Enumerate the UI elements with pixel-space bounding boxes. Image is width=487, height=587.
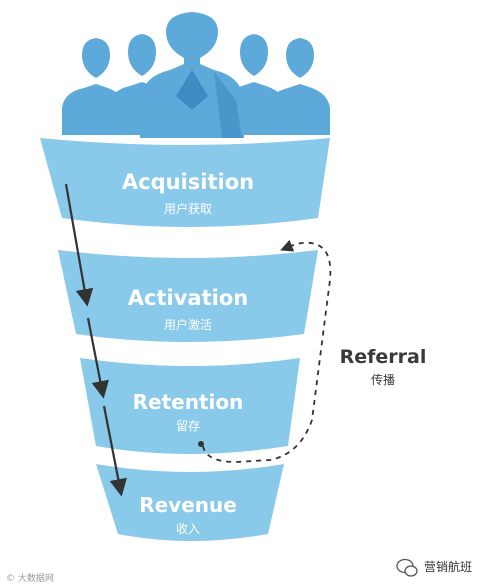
user-silhouette-icon <box>140 12 244 138</box>
stage-subtitle: 留存 <box>176 419 200 433</box>
brand-name: 营销航班 <box>424 559 472 574</box>
brand-watermark: 营销航班 <box>396 558 472 577</box>
stage-subtitle: 用户获取 <box>164 201 212 216</box>
referral-start-dot <box>198 441 204 447</box>
watermark-left: © 大数据网 <box>6 572 54 584</box>
stage-subtitle: 用户激活 <box>164 317 212 332</box>
stage-title: Acquisition <box>122 170 254 194</box>
referral-dashed-arrow <box>202 239 332 463</box>
users-group-icon <box>62 12 330 138</box>
wechat-icon <box>396 558 418 577</box>
stage-subtitle: 收入 <box>176 522 200 536</box>
funnel-stage-activation: Activation 用户激活 <box>58 250 318 342</box>
watermark-text: © 大数据网 <box>6 572 54 584</box>
referral-loop <box>198 239 332 463</box>
funnel-stage-revenue: Revenue 收入 <box>96 464 284 541</box>
stage-title: Retention <box>133 390 244 414</box>
flow-arrow <box>86 317 109 399</box>
referral-subtitle: 传播 <box>371 372 395 387</box>
flow-arrow <box>64 183 94 307</box>
flow-arrows <box>64 183 127 497</box>
referral-label: Referral 传播 <box>340 346 427 387</box>
referral-title: Referral <box>340 346 427 368</box>
funnel-stage-retention: Retention 留存 <box>80 358 300 454</box>
stage-title: Activation <box>128 286 248 310</box>
funnel-stage-acquisition: Acquisition 用户获取 <box>40 138 330 227</box>
flow-arrow <box>102 405 127 497</box>
stage-title: Revenue <box>139 493 237 517</box>
user-silhouette-icon <box>268 38 330 135</box>
